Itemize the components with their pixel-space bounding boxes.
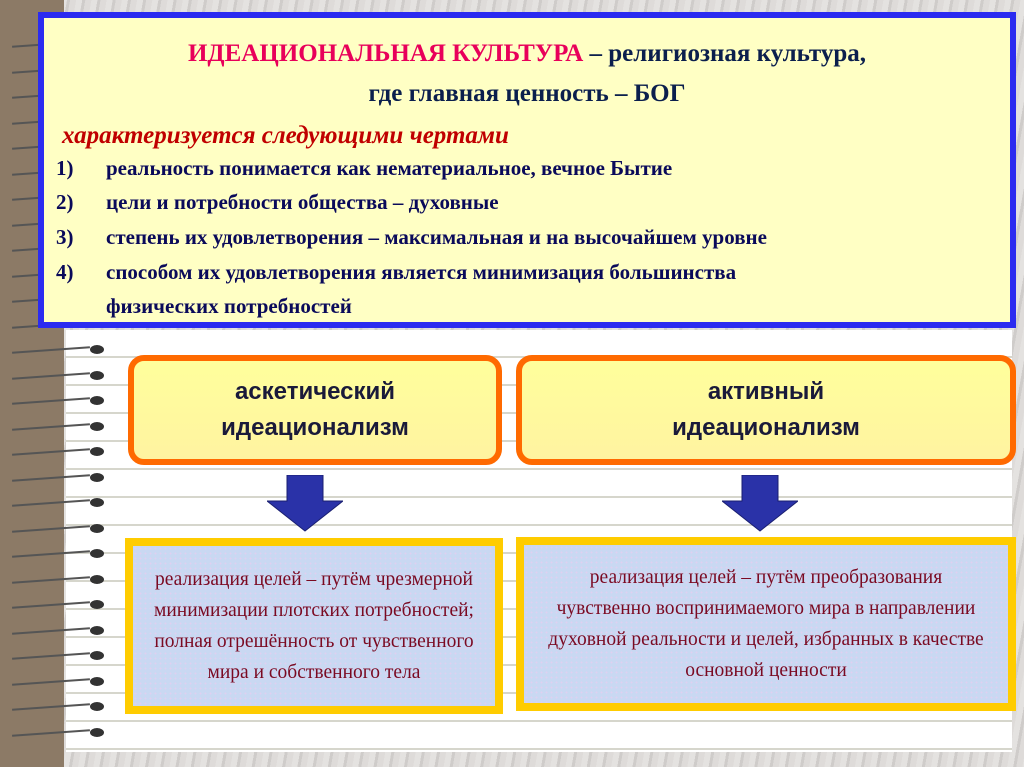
spiral-ring xyxy=(12,549,112,558)
type-active: активный идеационализм xyxy=(516,355,1016,465)
spiral-ring xyxy=(12,651,112,660)
item-text: степень их удовлетворения – максимальная… xyxy=(106,225,767,249)
feature-item: 3) степень их удовлетворения – максимальн… xyxy=(56,225,767,250)
type-line2: идеационализм xyxy=(221,414,409,441)
feature-item: 1) реальность понимается как нематериальн… xyxy=(56,156,672,181)
item-text: цели и потребности общества – духовные xyxy=(106,190,499,214)
type-line1: активный xyxy=(707,378,825,405)
item-text: способом их удовлетворения является мини… xyxy=(106,260,737,284)
spiral-ring xyxy=(12,396,112,405)
spiral-ring xyxy=(12,421,112,431)
spiral-ring xyxy=(12,345,112,354)
title: ИДЕАЦИОНАЛЬНАЯ КУЛЬТУРА – религиозная ку… xyxy=(44,40,1010,68)
item-number: 3) xyxy=(56,225,74,249)
features-heading: характеризуется следующими чертами xyxy=(62,122,509,149)
spiral-ring xyxy=(12,600,112,609)
spiral-ring xyxy=(12,625,112,635)
spiral-ring xyxy=(12,702,112,711)
feature-item: 4) способом их удовлетворения является ми… xyxy=(56,260,736,285)
down-arrow-icon xyxy=(722,475,798,532)
spiral-ring xyxy=(12,498,112,507)
spiral-ring xyxy=(12,574,112,584)
item-number: 4) xyxy=(56,260,74,284)
item-text: реальность понимается как нематериальное… xyxy=(106,156,673,180)
item-number: 1) xyxy=(56,156,74,180)
ascetic-description: реализация целей – путём чрезмерной мини… xyxy=(125,538,503,714)
title-highlight: ИДЕАЦИОНАЛЬНАЯ КУЛЬТУРА xyxy=(187,40,584,67)
spiral-ring xyxy=(12,370,112,380)
down-arrow-icon xyxy=(267,475,343,532)
type-ascetic: аскетический идеационализм xyxy=(128,355,502,465)
definition-box: ИДЕАЦИОНАЛЬНАЯ КУЛЬТУРА – религиозная ку… xyxy=(38,12,1016,328)
feature-item: 2) цели и потребности общества – духовные xyxy=(56,190,499,215)
type-line1: аскетический xyxy=(234,378,396,405)
item-text: физических потребностей xyxy=(106,294,352,318)
spiral-ring xyxy=(12,472,112,482)
title-rest: – религиозная культура, xyxy=(583,40,867,67)
active-description: реализация целей – путём преобразования … xyxy=(516,537,1016,711)
spiral-binding xyxy=(12,40,112,760)
item-number: 2) xyxy=(56,190,74,214)
spiral-ring xyxy=(12,727,112,737)
spiral-ring xyxy=(12,676,112,686)
spiral-ring xyxy=(12,523,112,533)
subtitle: где главная ценность – БОГ xyxy=(368,80,686,107)
spiral-ring xyxy=(12,447,112,456)
type-line2: идеационализм xyxy=(672,414,860,441)
feature-item-continuation: физических потребностей xyxy=(56,294,352,319)
